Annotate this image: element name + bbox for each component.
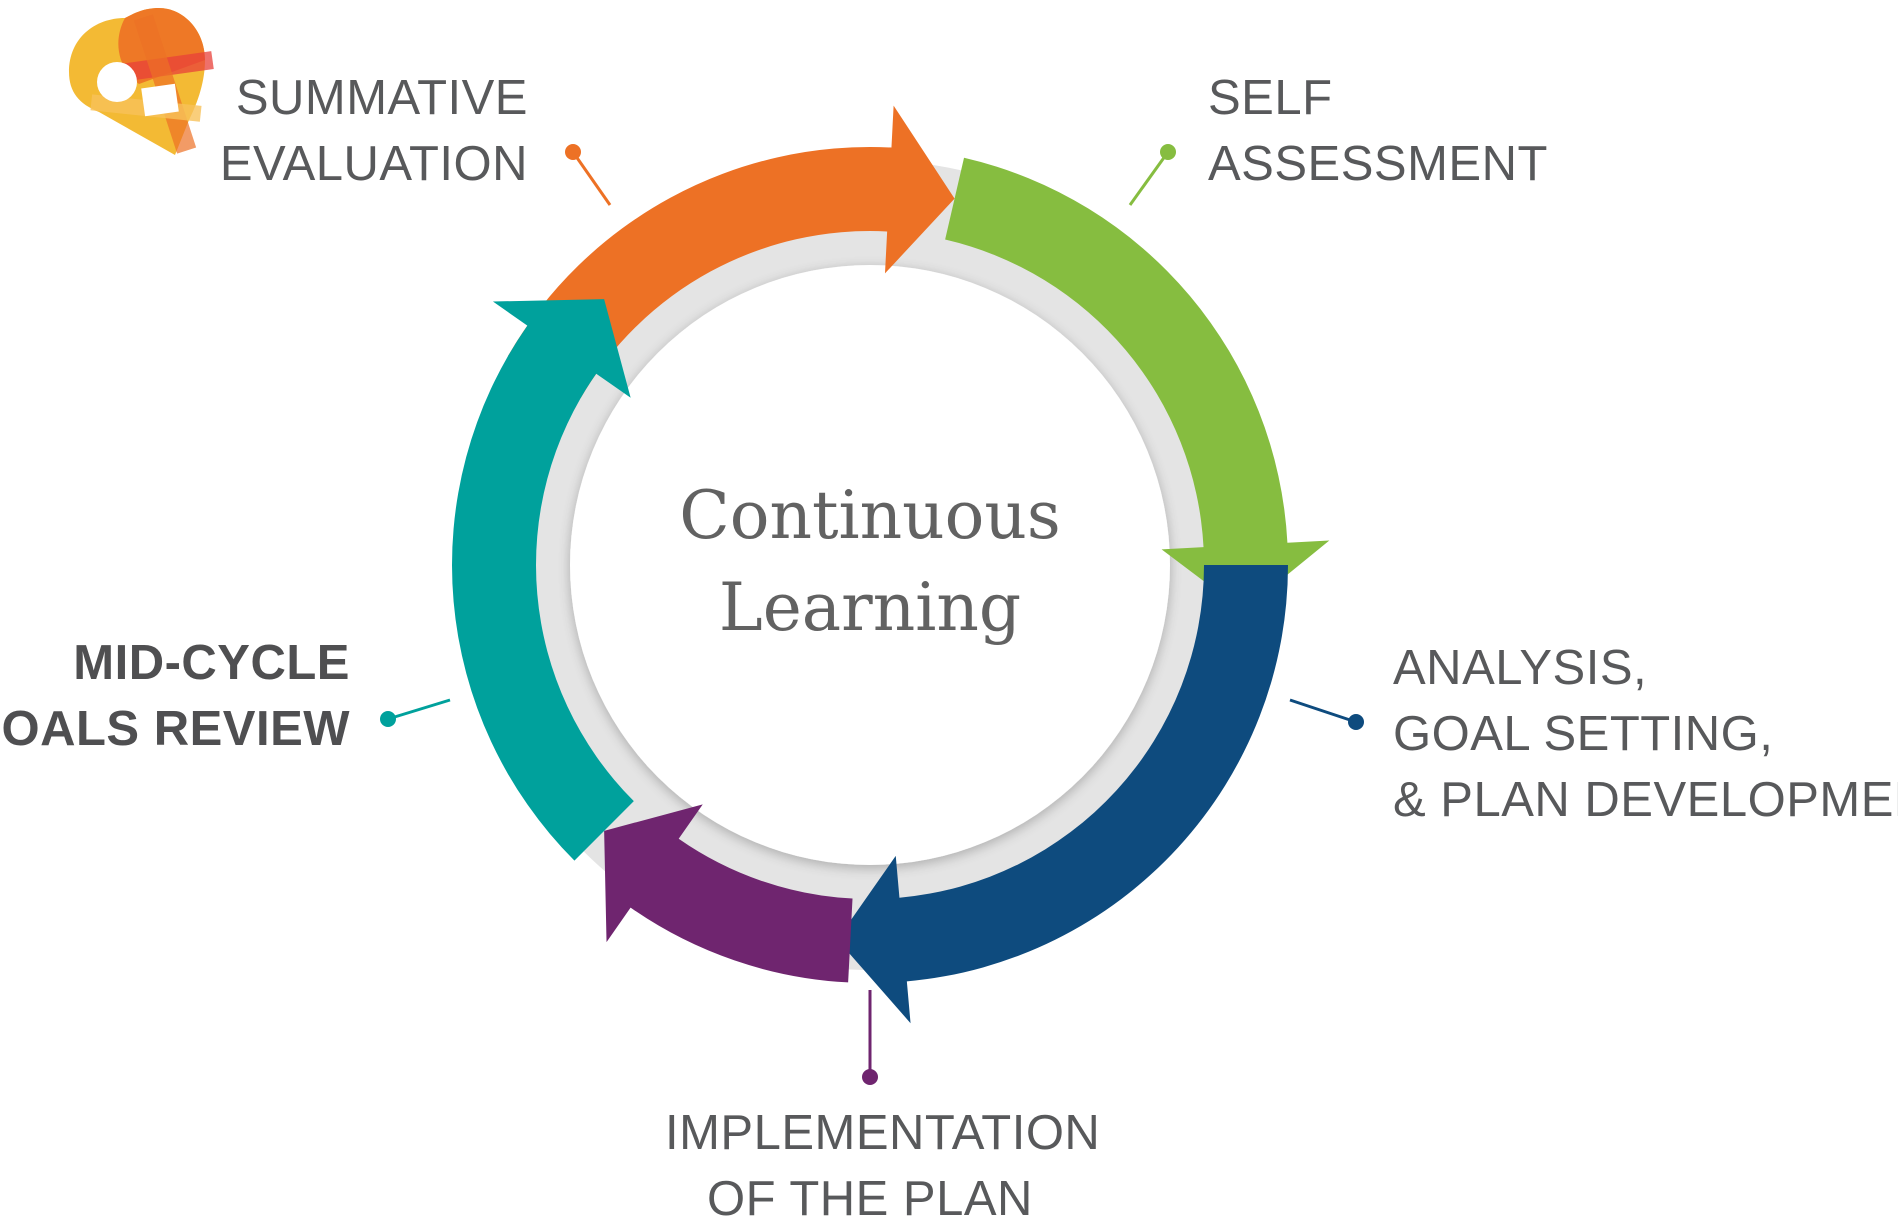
leader-self-assessment-line — [1128, 151, 1170, 206]
leader-implementation-dot — [862, 1069, 878, 1085]
arrow-implementation — [604, 804, 853, 983]
center-title: Continuous Learning — [640, 470, 1100, 654]
stage-label-line: ANALYSIS, — [1393, 641, 1648, 695]
heart-logo-icon — [69, 8, 214, 155]
leader-self-assessment-dot — [1160, 144, 1176, 160]
center-title-line-1: Continuous — [679, 477, 1061, 554]
stage-label-line: ASSESSMENT — [1208, 137, 1548, 191]
arrow-analysis — [837, 565, 1288, 1024]
leader-summative-dot — [565, 144, 581, 160]
stage-label-summative: SUMMATIVE EVALUATION — [220, 65, 528, 197]
leader-mid-cycle-line — [387, 698, 451, 721]
arrow-mid-cycle — [452, 299, 634, 861]
stage-label-line: EVALUATION — [219, 137, 528, 191]
stage-label-self-assessment: SELF ASSESSMENT — [1208, 65, 1548, 197]
leader-analysis-line — [1289, 698, 1357, 724]
stage-label-line: & PLAN DEVELOPMENT — [1393, 773, 1898, 827]
center-title-line-2: Learning — [718, 569, 1022, 646]
center-disc — [570, 265, 1170, 865]
arrow-summative — [508, 105, 955, 398]
stage-label-line: GOALS REVIEW — [0, 702, 350, 756]
stage-label-line: MID-CYCLE — [73, 636, 350, 690]
stage-label-line: SELF — [1208, 71, 1333, 125]
stage-label-line: SUMMATIVE — [235, 71, 528, 125]
stage-label-line: IMPLEMENTATION — [665, 1106, 1101, 1160]
stage-label-line: OF THE PLAN — [707, 1172, 1033, 1226]
leader-analysis-dot — [1348, 714, 1364, 730]
stage-label-mid-cycle: MID-CYCLE GOALS REVIEW — [0, 630, 350, 762]
arrow-self-assessment — [945, 157, 1330, 611]
leader-summative-line — [571, 151, 612, 206]
leader-mid-cycle-dot — [380, 711, 396, 727]
stage-label-analysis: ANALYSIS, GOAL SETTING, & PLAN DEVELOPME… — [1393, 635, 1898, 833]
stage-label-line: GOAL SETTING, — [1393, 707, 1774, 761]
stage-label-implementation: IMPLEMENTATION OF THE PLAN — [665, 1100, 1101, 1232]
